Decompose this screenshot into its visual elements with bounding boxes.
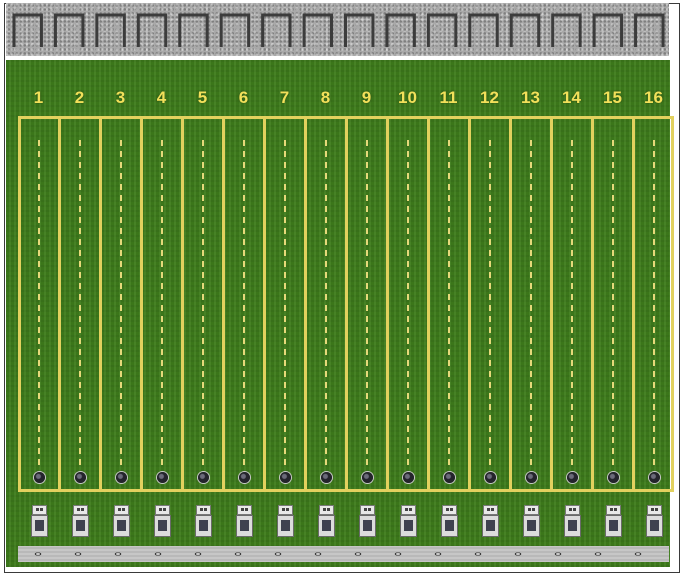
robot-icon[interactable] [318, 505, 335, 537]
robot-icon[interactable] [605, 505, 622, 537]
robot-icon[interactable] [195, 505, 212, 537]
robot-icon[interactable] [482, 505, 499, 537]
robot-icon[interactable] [72, 505, 89, 537]
robot-icon[interactable] [400, 505, 417, 537]
robot-icon[interactable] [236, 505, 253, 537]
robot-icon[interactable] [31, 505, 48, 537]
robot-icon[interactable] [441, 505, 458, 537]
chain-fence-icon [18, 546, 669, 562]
robot-icon[interactable] [523, 505, 540, 537]
robot-icon[interactable] [277, 505, 294, 537]
robot-icon[interactable] [564, 505, 581, 537]
robot-icon[interactable] [154, 505, 171, 537]
robot-icon[interactable] [646, 505, 663, 537]
robot-icon[interactable] [113, 505, 130, 537]
robot-icon[interactable] [359, 505, 376, 537]
